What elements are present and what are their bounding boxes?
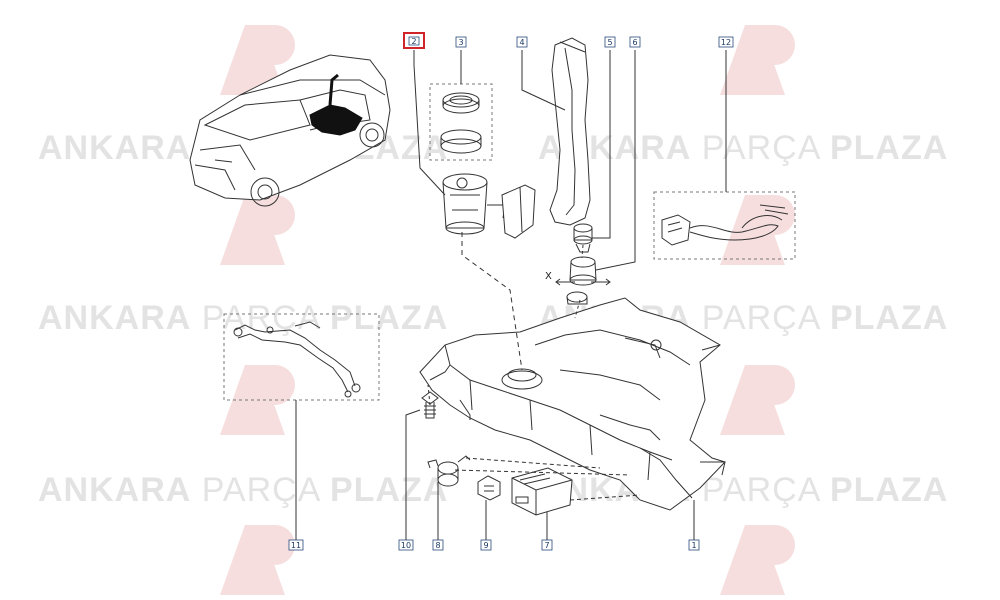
fuel-pump-part: [442, 173, 536, 239]
connecting-hose-part: [555, 256, 611, 286]
filler-neck-part: [549, 37, 591, 226]
clamp-part: [566, 291, 588, 303]
callout-label: 6: [632, 38, 637, 47]
lock-ring-part: [442, 92, 480, 114]
callout-5[interactable]: 5: [604, 36, 616, 48]
fuel-tank-part: [419, 297, 726, 511]
callout-label: 8: [435, 541, 440, 550]
callout-label: 3: [458, 38, 463, 47]
callout-2[interactable]: 2: [403, 32, 425, 49]
callout-label: 7: [544, 541, 549, 550]
dimension-label-x: X: [545, 271, 552, 282]
callout-label: 2: [411, 37, 416, 46]
fuel-pipes-part: [233, 321, 361, 398]
group-box-11: [223, 313, 380, 401]
canister-part: [511, 467, 573, 516]
callout-label: 10: [401, 541, 411, 550]
callout-label: 9: [483, 541, 488, 550]
seal-ring-part: [440, 129, 482, 154]
callout-label: 12: [721, 38, 731, 47]
callout-1[interactable]: 1: [688, 539, 700, 551]
group-box-3: [429, 83, 493, 161]
callout-8[interactable]: 8: [432, 539, 444, 551]
callout-6[interactable]: 6: [629, 36, 641, 48]
callout-11[interactable]: 11: [288, 539, 304, 551]
callout-3[interactable]: 3: [455, 36, 467, 48]
car-illustration: [189, 54, 391, 207]
bolt-part: [421, 391, 439, 419]
callout-label: 11: [291, 541, 301, 550]
callout-label: 5: [607, 38, 612, 47]
wiring-harness-part: [661, 204, 789, 246]
callout-label: 1: [691, 541, 696, 550]
callout-10[interactable]: 10: [398, 539, 414, 551]
clip-part: [477, 475, 501, 501]
fuel-filter-part: [427, 455, 471, 487]
callout-7[interactable]: 7: [541, 539, 553, 551]
group-box-12: [653, 191, 796, 260]
callout-4[interactable]: 4: [516, 36, 528, 48]
callout-label: 4: [519, 38, 524, 47]
hose-part: [573, 223, 593, 253]
callout-9[interactable]: 9: [480, 539, 492, 551]
callout-12[interactable]: 12: [718, 36, 734, 48]
